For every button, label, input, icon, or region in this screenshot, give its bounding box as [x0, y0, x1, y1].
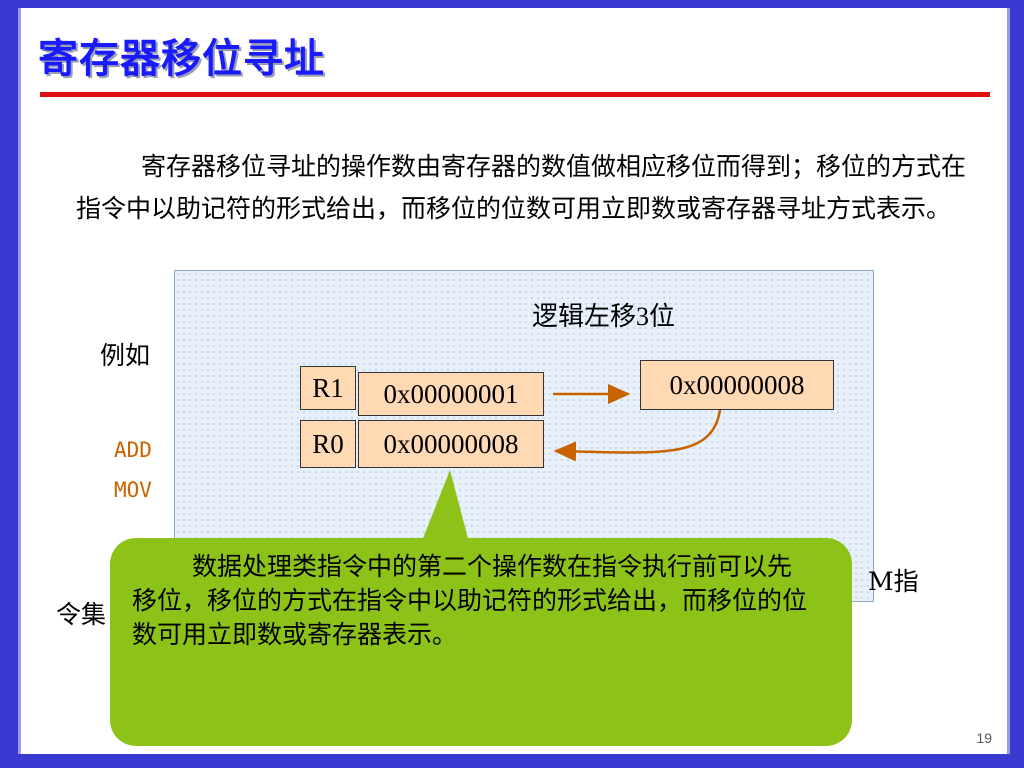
register-r1-value: 0x00000001: [358, 372, 544, 416]
partial-text-right: M指: [868, 567, 919, 596]
page-title: 寄存器移位寻址: [38, 36, 325, 82]
example-label: 例如: [100, 341, 151, 370]
code-add: ADD: [114, 438, 152, 462]
frame-top: [0, 0, 1024, 8]
register-r0-value: 0x00000008: [358, 420, 544, 468]
code-mov: MOV: [114, 478, 152, 502]
shift-result-value: 0x00000008: [640, 360, 834, 410]
register-r1-label: R1: [300, 366, 356, 410]
shift-label: 逻辑左移3位: [532, 302, 676, 331]
page-number: 19: [976, 730, 992, 746]
title-underline: [40, 92, 990, 97]
register-r0-label: R0: [300, 420, 356, 468]
frame-left: [0, 0, 18, 768]
intro-paragraph: 寄存器移位寻址的操作数由寄存器的数值做相应移位而得到；移位的方式在指令中以助记符…: [76, 152, 967, 223]
callout-box: 数据处理类指令中的第二个操作数在指令执行前可以先移位，移位的方式在指令中以助记符…: [110, 538, 852, 746]
callout-text: 数据处理类指令中的第二个操作数在指令执行前可以先移位，移位的方式在指令中以助记符…: [132, 552, 808, 649]
partial-text-left: 令集: [56, 600, 107, 629]
frame-right: [1010, 0, 1024, 768]
frame-bottom: [0, 754, 1024, 768]
frame-inner-left: [18, 8, 21, 754]
frame-inner-right: [1007, 8, 1010, 754]
